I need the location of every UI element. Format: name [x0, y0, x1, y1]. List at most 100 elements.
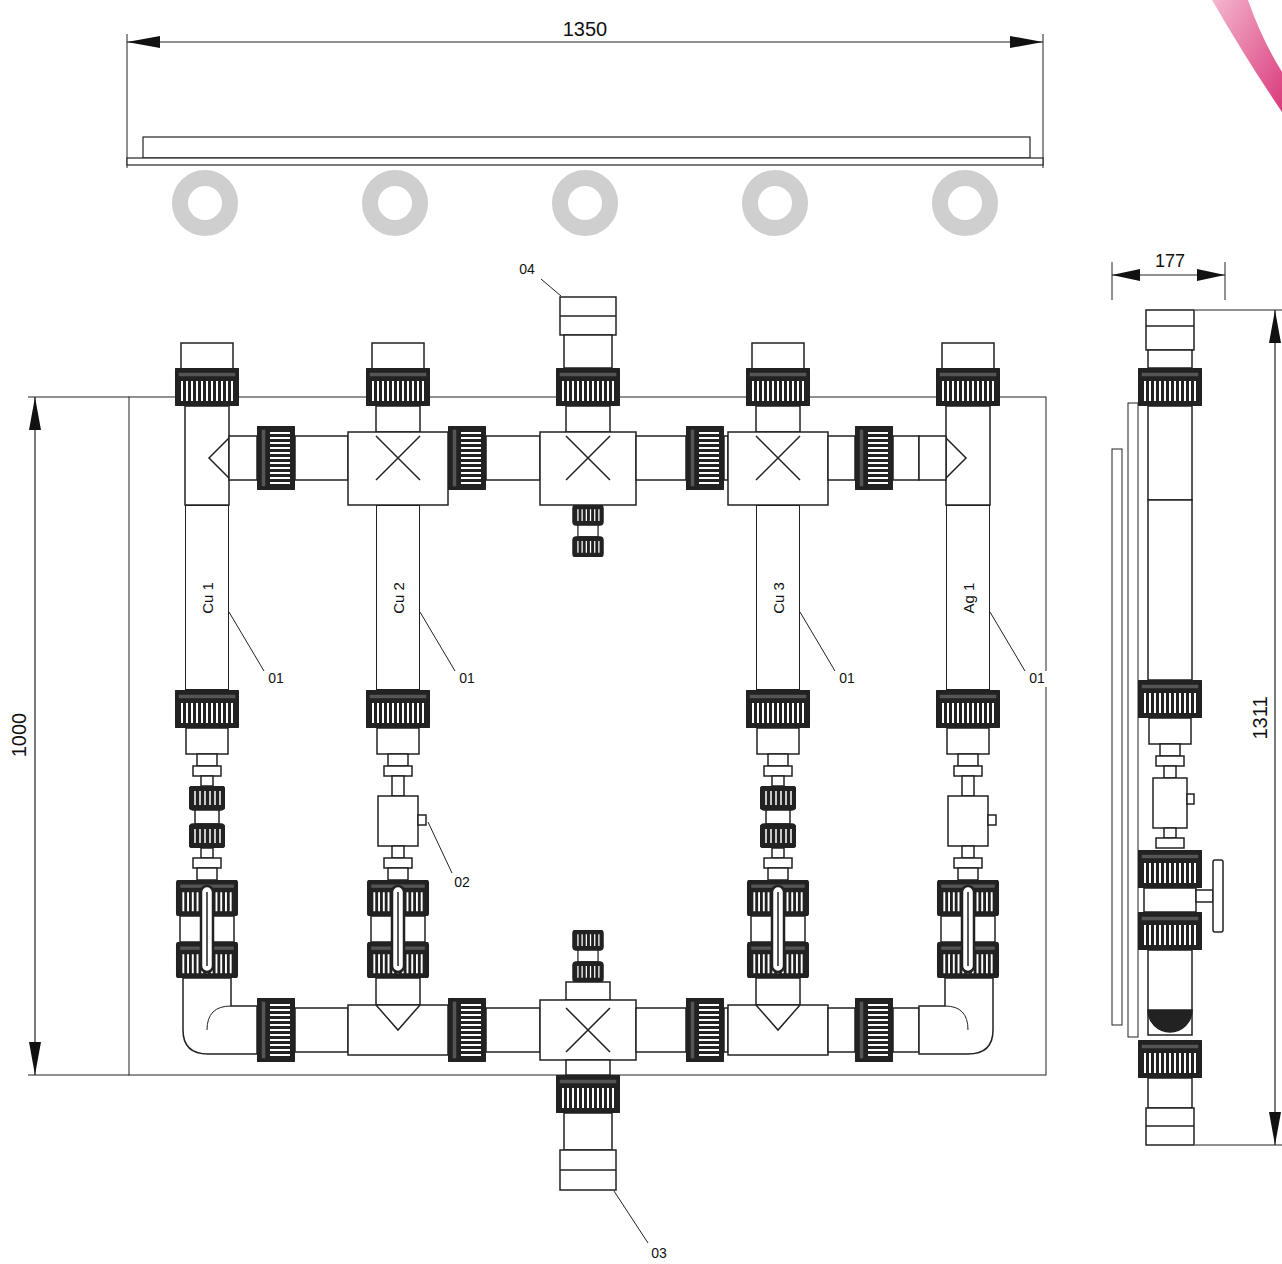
bottom-header-part [556, 1075, 620, 1113]
column-fittings-part-part [772, 776, 784, 786]
top-view [127, 34, 1043, 228]
bottom-header-part [560, 1150, 616, 1190]
pipe-label: Cu 2 [390, 582, 407, 614]
callout-number: 01 [266, 671, 286, 686]
top-header [175, 297, 1000, 557]
side-view-part [1269, 310, 1281, 1145]
top-header-part [686, 426, 724, 490]
column-fittings-part-part [418, 815, 426, 825]
top-view-part-part [180, 178, 230, 228]
bottom-header-part [540, 1000, 636, 1060]
side-view-part [1144, 888, 1196, 912]
column-fittings-part-part [201, 776, 213, 786]
column-fittings-part-part [175, 690, 239, 728]
callout-number: 04 [517, 262, 537, 277]
bottom-header-part [560, 1169, 616, 1171]
top-header-part [448, 426, 486, 490]
side-view-part [1148, 500, 1192, 680]
bottom-header-part [207, 1006, 231, 1030]
top-header-part [257, 426, 295, 490]
top-header-part [564, 335, 612, 368]
bottom-header-part [566, 1060, 610, 1075]
leader-lines-part [420, 612, 455, 671]
column-fittings-part [175, 690, 239, 978]
top-view-part [180, 178, 990, 228]
column-fittings-part-part [947, 728, 989, 754]
bottom-header-part [756, 978, 800, 1005]
column-fittings-part-part [746, 690, 810, 728]
side-view [1112, 262, 1282, 1145]
top-header-part [209, 438, 229, 478]
pipe-label: Ag 1 [960, 582, 977, 613]
top-view-part-part [940, 178, 990, 228]
callout-number: 02 [452, 875, 472, 890]
top-header-part [175, 368, 239, 406]
top-header-part [566, 436, 610, 480]
top-header-part [295, 436, 348, 480]
column-fittings-part-part [954, 766, 982, 776]
bottom-header-part [376, 1005, 420, 1030]
side-view-part [1146, 310, 1194, 350]
side-view-part [1149, 718, 1191, 744]
top-view-part [127, 158, 1043, 165]
side-view-part [1148, 406, 1192, 500]
bottom-header-part [448, 998, 486, 1062]
column-fittings-part-part [197, 754, 217, 766]
callout-number: 01 [457, 671, 477, 686]
top-header-part [348, 432, 448, 505]
dimension-value: 1311 [1249, 694, 1271, 741]
bottom-header-part [855, 998, 893, 1062]
column-fittings-part-part [392, 846, 404, 858]
callout-number: 01 [1027, 671, 1047, 686]
top-header-part [573, 505, 603, 557]
column-fittings-part-part [764, 766, 792, 776]
column-fittings-part-part [177, 880, 238, 978]
column-fittings-part-part [962, 846, 974, 858]
bottom-header-part [893, 1008, 919, 1052]
bottom-header-part [486, 1008, 540, 1052]
top-header-part [185, 406, 229, 505]
leader-lines-part [541, 279, 561, 296]
side-view-part [1160, 744, 1180, 756]
top-header-part [756, 406, 800, 432]
bottom-header-part [376, 978, 420, 1005]
column-fittings-part-part [772, 848, 784, 858]
top-header-part [229, 436, 257, 480]
top-header-part [756, 436, 800, 480]
bottom-header-part [945, 1006, 968, 1030]
pipe-label: Cu 3 [770, 582, 787, 614]
dimension-value: 1000 [8, 711, 30, 760]
column-fittings-part-part [378, 796, 418, 846]
pipe-segment: Cu 1 [185, 505, 229, 690]
bottom-header-part [295, 1008, 348, 1052]
side-view-part [1148, 350, 1192, 368]
leader-lines-part [614, 1191, 648, 1243]
bottom-header-part [919, 978, 993, 1054]
bottom-header-part [728, 1005, 828, 1055]
column-fittings-part-part [936, 690, 1000, 728]
column-fittings-part-part [377, 728, 419, 754]
bottom-header-part [756, 1005, 800, 1030]
column-fittings-part-part [189, 786, 225, 848]
bottom-header-part [636, 1008, 686, 1052]
side-view-part [1138, 912, 1202, 950]
dimension-value: 177 [1153, 252, 1187, 272]
top-header-part [752, 343, 804, 369]
top-header-part [486, 436, 540, 480]
side-view-part [1146, 325, 1194, 327]
column-fittings-part-part [388, 754, 408, 766]
top-view-part-part [370, 178, 420, 228]
front-panel-part [34, 397, 35, 1075]
front-panel-part [129, 397, 1046, 1075]
top-header-part [946, 406, 990, 505]
top-header-part [728, 432, 828, 505]
column-fittings-part-part [392, 776, 404, 796]
column-fittings-part [366, 690, 430, 978]
top-header-part [636, 436, 686, 480]
top-header-part [828, 436, 855, 480]
bottom-header-part [566, 982, 610, 1000]
top-header-part [942, 343, 994, 369]
top-header-part [560, 297, 616, 335]
bottom-header-part [566, 1008, 610, 1052]
